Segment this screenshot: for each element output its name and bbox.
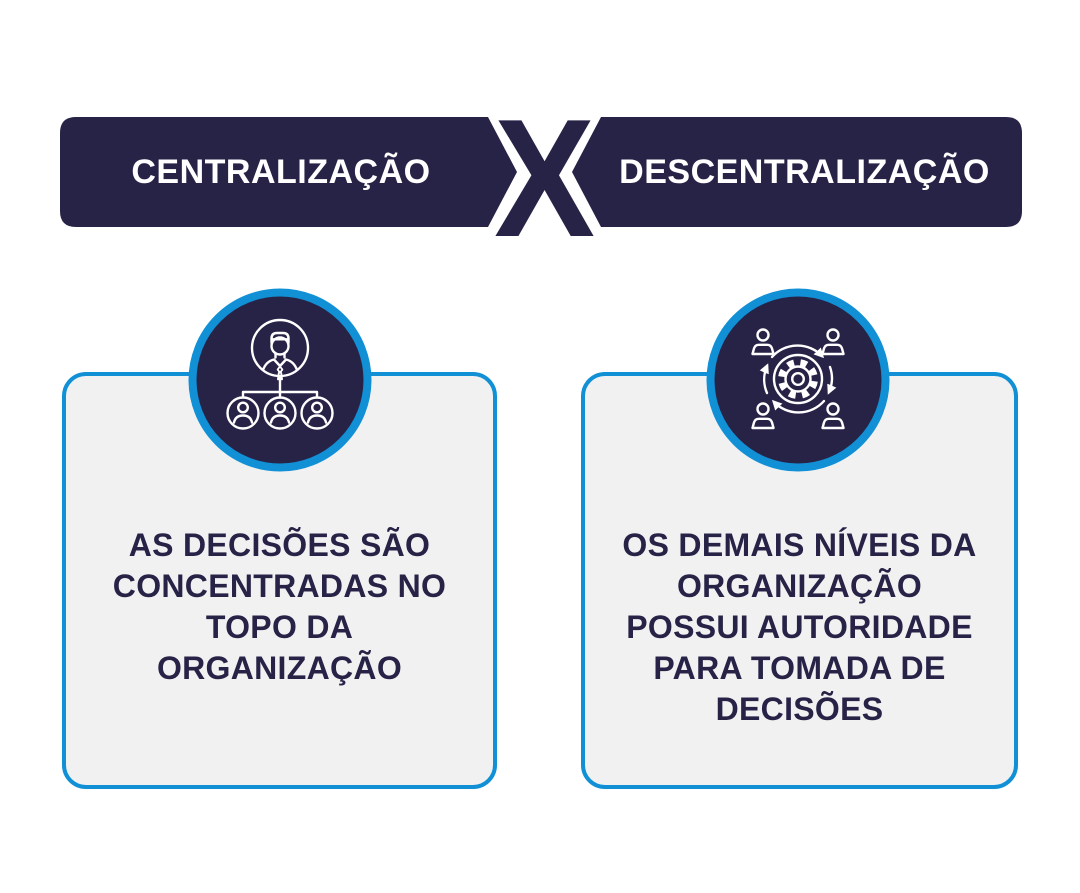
cycle-arrows-icon <box>759 344 837 414</box>
manager-figure <box>261 331 299 381</box>
card-text-line: CONCENTRADAS NO <box>112 568 447 604</box>
subordinate-figure <box>226 396 260 430</box>
card-text-line: ORGANIZAÇÃO <box>156 650 403 686</box>
decentralization-badge <box>706 288 890 472</box>
card-text-line: ORGANIZAÇÃO <box>676 568 923 604</box>
card-text-line: PARA TOMADA DE <box>653 650 946 686</box>
card-text-line: POSSUI AUTORIDADE <box>626 609 973 645</box>
subordinate-figure <box>263 396 297 430</box>
card-text-line: DECISÕES <box>715 691 884 727</box>
org-hierarchy-icon <box>226 318 334 430</box>
card-text-line: OS DEMAIS NÍVEIS DA <box>622 527 977 563</box>
versus-x-symbol: X <box>494 84 595 272</box>
card-text-line: AS DECISÕES SÃO <box>128 527 431 563</box>
subordinate-figure <box>300 396 334 430</box>
right-banner-shape <box>572 117 1022 227</box>
decentralization-banner-label: DESCENTRALIZAÇÃO <box>619 152 990 191</box>
centralization-card: AS DECISÕES SÃO CONCENTRADAS NO TOPO DA … <box>62 372 497 789</box>
people-gear-cycle-icon <box>751 328 845 430</box>
person-icon <box>751 328 775 356</box>
person-icon <box>821 402 845 430</box>
left-banner-shape <box>60 117 517 227</box>
decentralization-card: OS DEMAIS NÍVEIS DA ORGANIZAÇÃO POSSUI A… <box>581 372 1018 789</box>
centralization-badge <box>188 288 372 472</box>
person-icon <box>751 402 775 430</box>
person-icon <box>821 328 845 356</box>
hierarchy-connector-lines <box>241 374 319 399</box>
card-text-line: TOPO DA <box>205 609 354 645</box>
versus-banner-graphic: X <box>60 84 1022 272</box>
gear-icon <box>772 353 824 405</box>
centralization-banner-label: CENTRALIZAÇÃO <box>131 152 431 191</box>
